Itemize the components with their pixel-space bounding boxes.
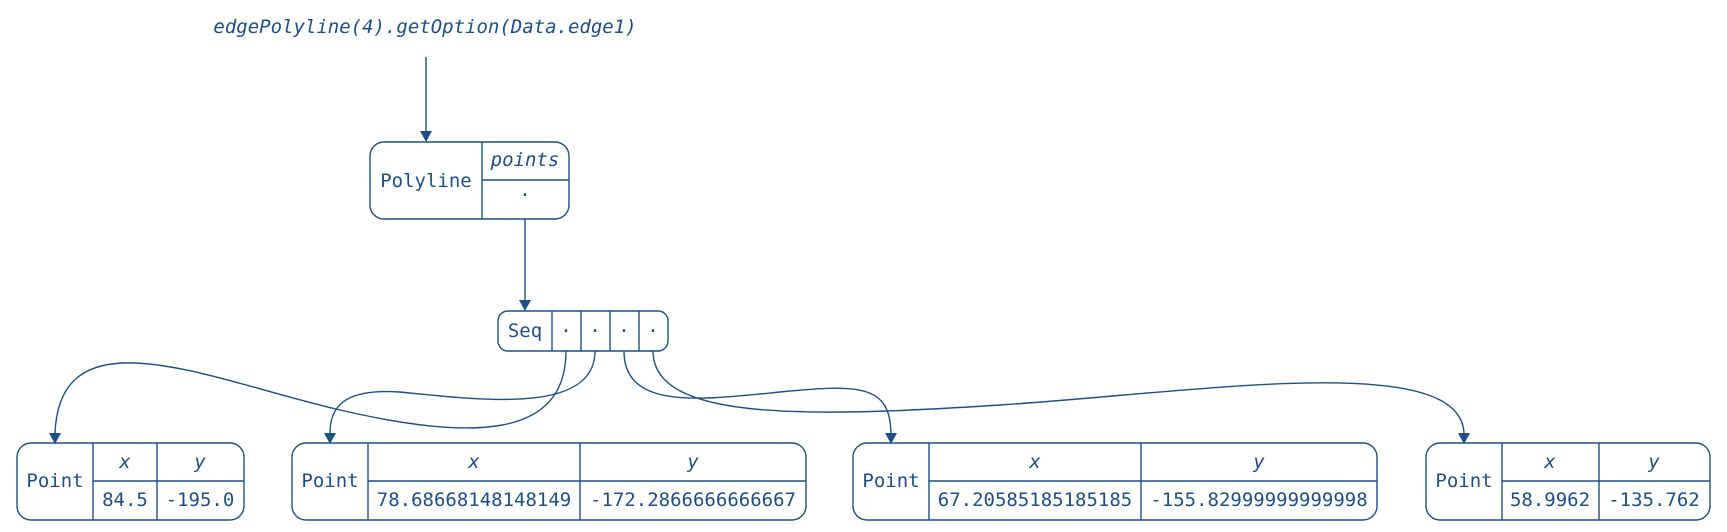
point-4-type-label: Point xyxy=(1435,470,1492,492)
seq-slot-4-to-point-4-arrow xyxy=(652,350,1470,444)
seq-slot-3: · xyxy=(618,320,629,342)
point-1-y-header: y xyxy=(193,451,206,473)
point-2-type-label: Point xyxy=(301,470,358,492)
point-1-x-header: x xyxy=(118,451,131,473)
seq-slot-2: · xyxy=(589,320,600,342)
seq-slot-1: · xyxy=(560,320,571,342)
seq-slot-3-to-point-3-arrow xyxy=(623,350,897,444)
point-node-4: Point x y 58.9962 -135.762 xyxy=(1425,442,1711,521)
point-4-y-header: y xyxy=(1647,451,1660,473)
seq-node: Seq · · · · xyxy=(497,310,669,352)
point-3-y-header: y xyxy=(1252,451,1265,473)
point-4-x-header: x xyxy=(1543,451,1556,473)
polyline-node: Polyline points · xyxy=(369,141,570,220)
point-2-y-value: -172.2866666666667 xyxy=(590,489,796,511)
point-4-y-value: -135.762 xyxy=(1608,489,1700,511)
point-1-type-label: Point xyxy=(26,470,83,492)
point-1-x-value: 84.5 xyxy=(102,489,148,511)
polyline-field-name: points xyxy=(490,149,560,171)
point-node-2: Point x y 78.68668148148149 -172.2866666… xyxy=(291,442,807,521)
point-2-x-header: x xyxy=(467,451,480,473)
point-3-type-label: Point xyxy=(862,470,919,492)
polyline-to-seq-arrow xyxy=(519,219,531,311)
polyline-type-label: Polyline xyxy=(380,170,472,192)
expression-to-polyline-arrow xyxy=(420,57,432,142)
point-3-x-header: x xyxy=(1028,451,1041,473)
point-4-x-value: 58.9962 xyxy=(1510,489,1590,511)
polyline-field-value: · xyxy=(519,184,530,206)
seq-slot-2-to-point-2-arrow xyxy=(324,350,596,444)
point-3-x-value: 67.20585185185185 xyxy=(938,489,1132,511)
point-node-1: Point x y 84.5 -195.0 xyxy=(16,442,245,521)
seq-type-label: Seq xyxy=(508,320,542,342)
point-2-x-value: 78.68668148148149 xyxy=(377,489,571,511)
point-node-3: Point x y 67.20585185185185 -155.8299999… xyxy=(852,442,1378,521)
expression-label: edgePolyline(4).getOption(Data.edge1) xyxy=(213,16,636,38)
seq-slot-4: · xyxy=(647,320,658,342)
point-2-y-header: y xyxy=(686,451,699,473)
point-3-y-value: -155.82999999999998 xyxy=(1150,489,1367,511)
seq-slot-1-to-point-1-arrow xyxy=(49,350,567,444)
point-1-y-value: -195.0 xyxy=(166,489,235,511)
